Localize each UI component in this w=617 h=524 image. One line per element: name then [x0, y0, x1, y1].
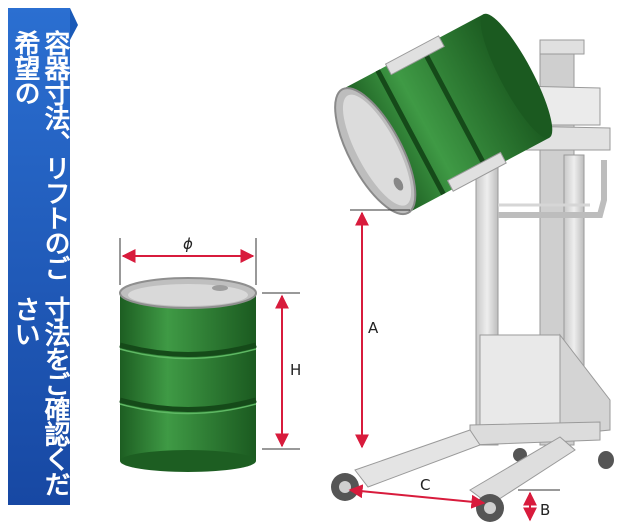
banner-tab	[70, 8, 78, 40]
wheelbase-c-arrow	[348, 484, 486, 509]
banner-heading: 容器寸法、リフトのご希望の 寸法をご確認ください	[6, 30, 70, 500]
banner-line-2: 寸法をご確認ください	[10, 295, 70, 496]
standalone-drum	[119, 277, 257, 472]
wheelbase-c-label: C	[420, 476, 430, 494]
clearance-b-label: B	[540, 501, 550, 519]
banner-line-1: 容器寸法、リフトのご希望の	[10, 30, 70, 280]
drum-lift-machine	[331, 13, 614, 522]
banner-background	[8, 8, 70, 505]
diameter-label: ϕ	[183, 235, 193, 253]
lift-a-label: A	[368, 319, 379, 337]
height-label: H	[290, 361, 301, 379]
